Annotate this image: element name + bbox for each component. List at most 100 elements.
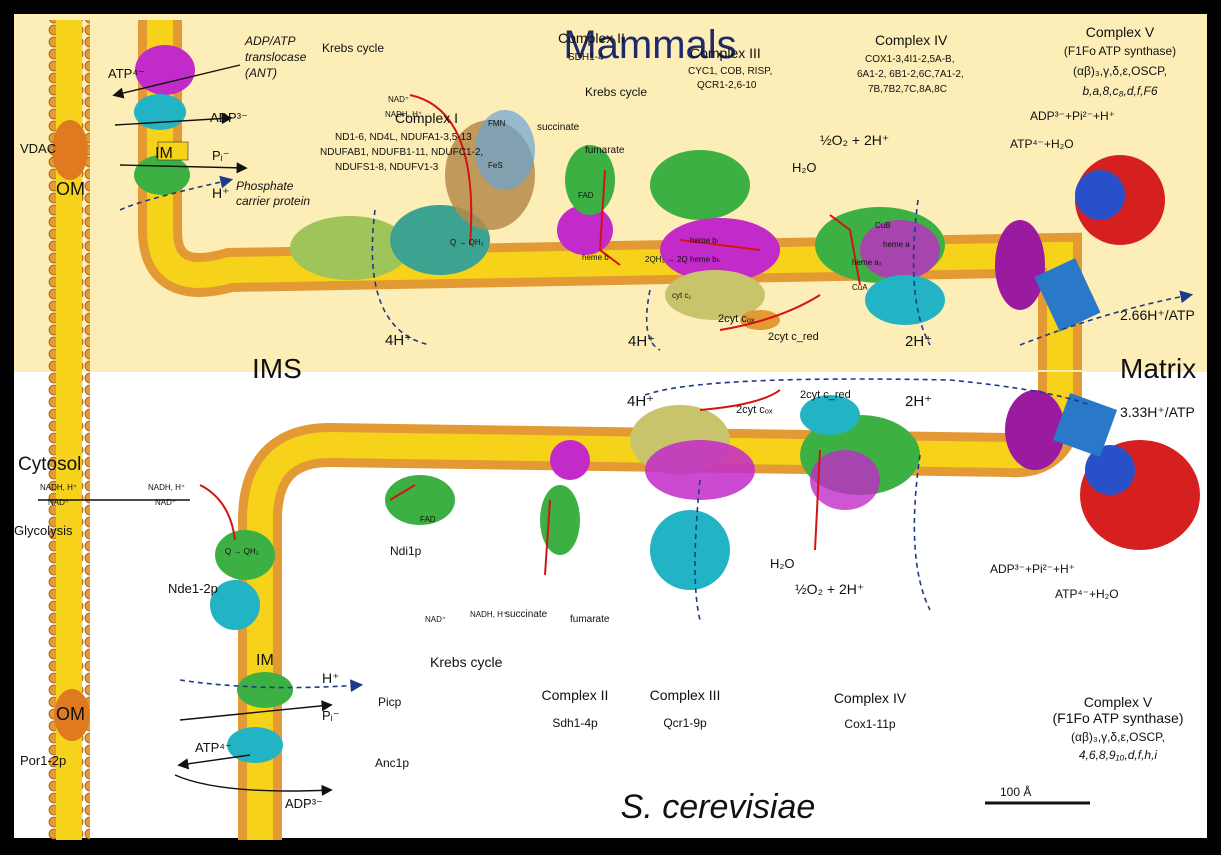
c2-title-yeast: Complex II bbox=[542, 687, 609, 703]
c5-sub-yeast: (F1Fo ATP synthase) bbox=[1053, 710, 1184, 726]
mammal-im-label: IM bbox=[155, 145, 173, 162]
glycolysis-label: Glycolysis bbox=[14, 523, 73, 538]
heme-b-label: heme b bbox=[582, 253, 609, 262]
cub-label: CuB bbox=[875, 221, 891, 230]
half-o2-yeast: ½O₂ + 2H⁺ bbox=[795, 581, 864, 597]
heme-a3-label: heme a₃ bbox=[852, 258, 882, 267]
succinate-label: succinate bbox=[537, 122, 580, 133]
ims-label: IMS bbox=[252, 353, 302, 384]
por-label: Por1-2p bbox=[20, 753, 66, 768]
krebs2-label: Krebs cycle bbox=[585, 85, 647, 99]
c4-title: Complex IV bbox=[875, 32, 948, 48]
atp-h2o-label: ATP⁴⁻+H₂O bbox=[1010, 137, 1074, 151]
nadh-y2: NADH, H⁺ bbox=[148, 483, 185, 492]
c2-sub-yeast: Sdh1-4p bbox=[552, 716, 598, 730]
c3-line2: QCR1-2,6-10 bbox=[697, 80, 757, 91]
nde-label: Nde1-2p bbox=[168, 581, 218, 596]
succinate-yeast: succinate bbox=[505, 609, 548, 620]
qh2-q-label: 2QH₂ → 2Q bbox=[645, 255, 688, 264]
fes-label: FeS bbox=[488, 161, 503, 170]
atp-left: ATP⁴⁻ bbox=[108, 66, 145, 81]
c2-sub: SDH1-4 bbox=[568, 52, 604, 63]
pi-left: Pᵢ⁻ bbox=[212, 148, 230, 163]
c3-title: Complex III bbox=[690, 45, 761, 61]
h4-yeast: 4H⁺ bbox=[627, 393, 654, 410]
ratio-yeast: 3.33H⁺/ATP bbox=[1120, 404, 1195, 420]
half-o2-label: ½O₂ + 2H⁺ bbox=[820, 132, 889, 148]
matrix-label: Matrix bbox=[1120, 353, 1196, 384]
yeast-im-label: IM bbox=[256, 652, 274, 669]
krebs1-label: Krebs cycle bbox=[322, 41, 384, 55]
cyt-red-yeast: 2cyt c_red bbox=[800, 389, 851, 401]
c3-title-yeast: Complex III bbox=[650, 687, 721, 703]
atp-yeast: ATP⁴⁻ bbox=[195, 740, 232, 755]
cyt-ox-yeast: 2cyt cₒₓ bbox=[736, 404, 773, 416]
c3-line1: CYC1, COB, RISP, bbox=[688, 66, 772, 77]
c5-title-yeast: Complex V bbox=[1084, 694, 1153, 710]
q-qh2-label: Q → QH₂ bbox=[450, 238, 484, 247]
h4-1-label: 4H⁺ bbox=[385, 332, 412, 349]
nadh-y3: NADH, H⁺ bbox=[470, 610, 507, 619]
c1-line3: NDUFS1-8, NDUFV1-3 bbox=[335, 162, 439, 173]
q-qh2-yeast: Q → QH₂ bbox=[225, 547, 259, 556]
nadh-y1: NADH, H⁺ bbox=[40, 483, 77, 492]
c5-line1-yeast: (αβ)₃,γ,δ,ε,OSCP, bbox=[1071, 730, 1165, 744]
h2o-label: H₂O bbox=[792, 160, 817, 175]
ratio-mammal: 2.66H⁺/ATP bbox=[1120, 307, 1195, 323]
heme-bl-label: heme bₗ bbox=[690, 236, 718, 245]
c4-line3: 7B,7B2,7C,8A,8C bbox=[868, 84, 947, 95]
nad-y2: NAD⁺ bbox=[155, 498, 176, 507]
c3-sub-yeast: Qcr1-9p bbox=[663, 716, 707, 730]
pi-yeast: Pᵢ⁻ bbox=[322, 708, 340, 723]
adp-left: ADP³⁻ bbox=[210, 110, 248, 125]
h-yeast: H⁺ bbox=[322, 670, 340, 686]
c5-line2: b,a,8,c₈,d,f,F6 bbox=[1082, 84, 1157, 98]
c4-line2: 6A1-2, 6B1-2,6C,7A1-2, bbox=[857, 69, 964, 80]
atp-h2o-yeast: ATP⁴⁻+H₂O bbox=[1055, 587, 1119, 601]
mammal-om-label: OM bbox=[56, 179, 85, 199]
adp-pi-yeast: ADP³⁻+Pi²⁻+H⁺ bbox=[990, 562, 1075, 576]
nad-y1: NAD⁺ bbox=[48, 498, 69, 507]
picp-label: Picp bbox=[378, 695, 402, 709]
fmn-label: FMN bbox=[488, 119, 506, 128]
scale-label: 100 Å bbox=[1000, 784, 1031, 799]
c4-sub-yeast: Cox1-11p bbox=[844, 717, 895, 731]
heme-bh-label: heme bₕ bbox=[690, 255, 720, 264]
yeast-om-label: OM bbox=[56, 704, 85, 724]
fumarate-label: fumarate bbox=[585, 145, 625, 156]
h2-yeast: 2H⁺ bbox=[905, 393, 932, 410]
krebs-yeast: Krebs cycle bbox=[430, 654, 503, 670]
vdac-label: VDAC bbox=[20, 141, 56, 156]
c1-title: Complex I bbox=[395, 110, 458, 126]
fad-label: FAD bbox=[578, 191, 594, 200]
fad-yeast: FAD bbox=[420, 515, 436, 524]
c1-line1: ND1-6, ND4L, NDUFA1-3,5-13 bbox=[335, 132, 472, 143]
cyt-ox-label: 2cyt cₒₓ bbox=[718, 313, 755, 325]
adp-yeast: ADP³⁻ bbox=[285, 796, 323, 811]
ndi-label: Ndi1p bbox=[390, 544, 422, 558]
fumarate-yeast: fumarate bbox=[570, 614, 610, 625]
c4-title-yeast: Complex IV bbox=[834, 690, 907, 706]
h4-2-label: 4H⁺ bbox=[628, 333, 655, 350]
cyt-c1-label: cyt c₁ bbox=[672, 291, 691, 300]
h2-1-label: 2H⁺ bbox=[905, 333, 932, 350]
c5-title: Complex V bbox=[1086, 24, 1155, 40]
nad-label: NAD⁺ bbox=[388, 95, 409, 104]
adp-pi-label: ADP³⁻+Pi²⁻+H⁺ bbox=[1030, 109, 1115, 123]
nad-y3: NAD⁺ bbox=[425, 615, 446, 624]
c5-line2-yeast: 4,6,8,9₁₀,d,f,h,i bbox=[1079, 748, 1158, 762]
yeast-title: S. cerevisiae bbox=[621, 788, 816, 826]
c5-sub: (F1Fo ATP synthase) bbox=[1064, 44, 1176, 58]
c2-title: Complex II bbox=[558, 30, 625, 46]
h2o-yeast: H₂O bbox=[770, 556, 795, 571]
anc-label: Anc1p bbox=[375, 756, 409, 770]
c4-line1: COX1-3,4I1-2,5A-B, bbox=[865, 54, 954, 65]
cua-label: CuA bbox=[852, 283, 868, 292]
c5-line1: (αβ)₃,γ,δ,ε,OSCP, bbox=[1073, 64, 1167, 78]
cyt-red-label: 2cyt c_red bbox=[768, 331, 819, 343]
cytosol-label: Cytosol bbox=[18, 454, 81, 475]
c1-line2: NDUFAB1, NDUFB1-11, NDUFC1-2, bbox=[320, 147, 483, 158]
h-left: H⁺ bbox=[212, 185, 230, 201]
